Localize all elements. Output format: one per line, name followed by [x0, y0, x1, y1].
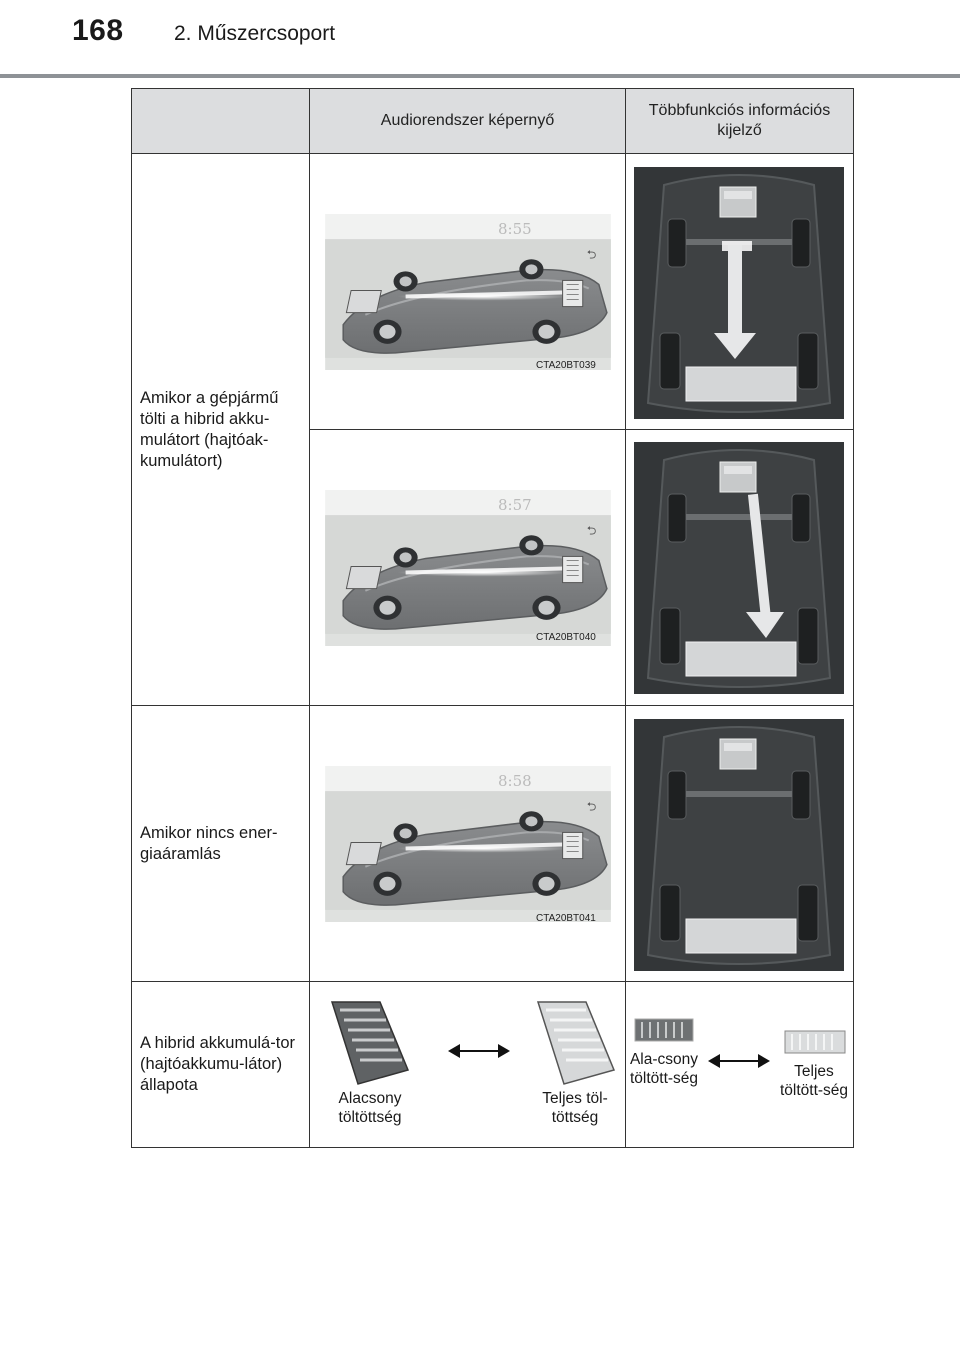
audio-screen-image [325, 766, 611, 922]
battery-audio-cell: Alacsony töltöttség Teljes töl-töttség [309, 981, 626, 1148]
multi-display-image [634, 442, 844, 694]
multi-display-cell [625, 429, 854, 706]
battery-full-icon [536, 1001, 616, 1085]
double-arrow-icon [448, 1044, 510, 1058]
audio-screen-cell: 8:57 CTA20BT040 [309, 429, 626, 706]
multi-display-image [634, 719, 844, 971]
multi-display-cell [625, 153, 854, 430]
image-code: CTA20BT040 [536, 632, 596, 643]
label-full-charge: Teljes töl-töttség [542, 1090, 608, 1126]
double-arrow-icon [708, 1054, 770, 1068]
multi-display-image [634, 167, 844, 419]
image-code: CTA20BT039 [536, 360, 596, 371]
column-header-audio: Audiorendszer képernyő [309, 88, 626, 154]
image-code: CTA20BT041 [536, 913, 596, 924]
label-full-charge-mid: Teljes töltött-ség [779, 1063, 849, 1099]
row-label-battery-status: A hibrid akkumulá-tor (hajtóakkumu-látor… [131, 981, 310, 1148]
battery-multi-display-cell: Ala-csony töltött-ség Teljes töltött-ség [625, 981, 854, 1148]
clock-text: 8:58 [498, 772, 532, 790]
row-label-no-flow: Amikor nincs ener-giaáramlás [131, 705, 310, 982]
info-table: Audiorendszer képernyő Többfunkciós info… [131, 88, 854, 1148]
column-header-multi-display: Többfunkciós információs kijelző [625, 88, 854, 154]
clock-text: 8:57 [498, 496, 532, 514]
audio-screen-cell: 8:58 CTA20BT041 [309, 705, 626, 982]
multi-display-cell [625, 705, 854, 982]
chapter-title: 2. Műszercsoport [174, 22, 336, 45]
clock-text: 8:55 [498, 220, 532, 238]
audio-screen-cell: 8:55 CTA20BT039 [309, 153, 626, 430]
battery-full-icon [784, 1030, 846, 1054]
row-label-charging: Amikor a gépjármű tölti a hibrid akku-mu… [131, 153, 310, 706]
header-empty-cell [131, 88, 310, 154]
audio-screen-image [325, 214, 611, 370]
label-low-charge: Alacsony töltöttség [338, 1090, 402, 1126]
label-low-charge-mid: Ala-csony töltött-ség [629, 1051, 699, 1087]
audio-screen-image [325, 490, 611, 646]
battery-low-icon [634, 1018, 694, 1042]
header-divider [0, 74, 960, 78]
battery-low-icon [330, 1001, 410, 1085]
page-number: 168 [72, 14, 124, 47]
